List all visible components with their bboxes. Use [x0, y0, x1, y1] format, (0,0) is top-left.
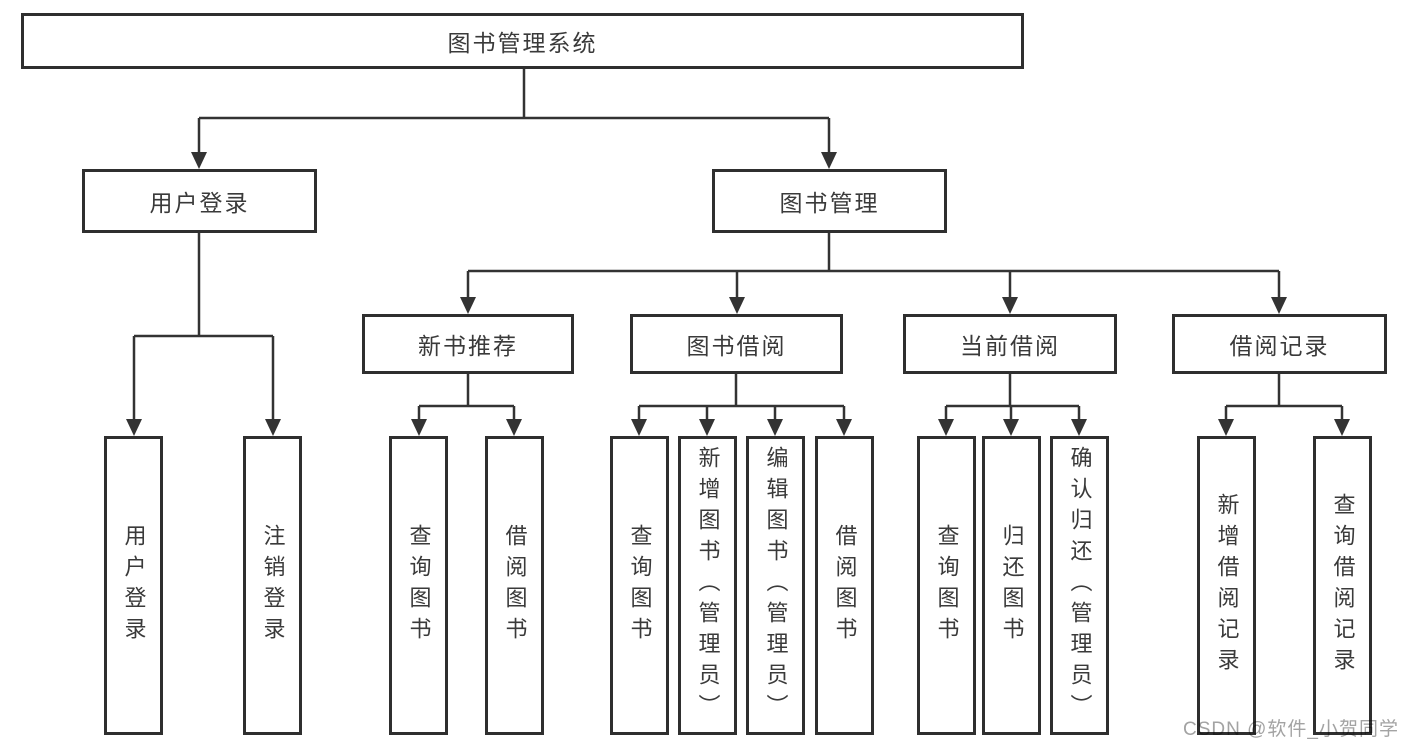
leaf-query-books-borrow: 查询图书: [610, 436, 669, 735]
node-current-borrow-label: 当前借阅: [960, 333, 1060, 359]
leaf-return-books: 归还图书: [982, 436, 1041, 735]
arrowhead: [821, 152, 837, 169]
leaf-add-books-admin-label: 新增图书（管理员）: [695, 446, 721, 725]
arrowhead: [1334, 419, 1350, 436]
connector-book-borrow-to-leaves: [637, 374, 846, 421]
node-borrow-record: 借阅记录: [1172, 314, 1387, 374]
leaf-borrow-books-recommend: 借阅图书: [485, 436, 544, 735]
leaf-user-login-label: 用户登录: [121, 523, 147, 648]
node-book-management: 图书管理: [712, 169, 947, 233]
connector-current-borrow-to-leaves: [944, 374, 1081, 421]
node-new-book-recommend-label: 新书推荐: [418, 333, 518, 359]
node-user-login: 用户登录: [82, 169, 317, 233]
node-book-borrow-label: 图书借阅: [686, 333, 787, 359]
leaf-add-books-admin: 新增图书（管理员）: [678, 436, 737, 735]
leaf-query-books-recommend: 查询图书: [389, 436, 448, 735]
connector-root-to-level2: [197, 69, 831, 154]
leaf-borrow-books-label: 借阅图书: [832, 523, 858, 648]
node-root-label: 图书管理系统: [447, 30, 598, 56]
arrowhead: [729, 297, 745, 314]
arrowhead: [411, 419, 427, 436]
arrowhead: [836, 419, 852, 436]
leaf-query-books-recommend-label: 查询图书: [406, 523, 432, 648]
leaf-edit-books-admin: 编辑图书（管理员）: [746, 436, 805, 735]
arrowhead: [126, 419, 142, 436]
arrowhead: [1071, 419, 1087, 436]
leaf-query-books-borrow-label: 查询图书: [627, 523, 653, 648]
leaf-query-books-current-label: 查询图书: [934, 523, 960, 648]
arrowhead: [631, 419, 647, 436]
leaf-borrow-books: 借阅图书: [815, 436, 874, 735]
leaf-confirm-return-admin-label: 确认归还（管理员）: [1067, 446, 1093, 725]
leaf-confirm-return-admin: 确认归还（管理员）: [1050, 436, 1109, 735]
leaf-query-borrow-record-label: 查询借阅记录: [1330, 492, 1356, 679]
leaf-borrow-books-recommend-label: 借阅图书: [502, 523, 528, 648]
leaf-logout-label: 注销登录: [260, 523, 286, 648]
leaf-edit-books-admin-label: 编辑图书（管理员）: [763, 446, 789, 725]
node-new-book-recommend: 新书推荐: [362, 314, 574, 374]
arrowhead: [938, 419, 954, 436]
arrowhead: [460, 297, 476, 314]
leaf-add-borrow-record: 新增借阅记录: [1197, 436, 1256, 735]
connector-borrow-record-to-leaves: [1224, 374, 1344, 421]
node-book-borrow: 图书借阅: [630, 314, 843, 374]
arrowhead: [191, 152, 207, 169]
leaf-user-login: 用户登录: [104, 436, 163, 735]
arrowhead: [1271, 297, 1287, 314]
node-current-borrow: 当前借阅: [903, 314, 1117, 374]
csdn-watermark: CSDN @软件_小贺同学: [1183, 719, 1399, 740]
node-book-management-label: 图书管理: [779, 190, 880, 216]
arrowhead: [506, 419, 522, 436]
connector-new-book-recommend-to-leaves: [417, 374, 516, 421]
leaf-return-books-label: 归还图书: [999, 523, 1025, 648]
arrowhead: [265, 419, 281, 436]
connector-user-login-to-leaves: [132, 233, 275, 421]
node-borrow-record-label: 借阅记录: [1229, 333, 1330, 359]
leaf-query-books-current: 查询图书: [917, 436, 976, 735]
leaf-logout: 注销登录: [243, 436, 302, 735]
arrowhead: [767, 419, 783, 436]
arrowhead: [1003, 419, 1019, 436]
arrowhead: [699, 419, 715, 436]
leaf-query-borrow-record: 查询借阅记录: [1313, 436, 1372, 735]
node-root: 图书管理系统: [21, 13, 1024, 69]
leaf-add-borrow-record-label: 新增借阅记录: [1214, 492, 1240, 679]
arrowhead: [1218, 419, 1234, 436]
node-user-login-label: 用户登录: [149, 190, 250, 216]
arrowhead: [1002, 297, 1018, 314]
connector-book-management-to-sections: [466, 233, 1281, 299]
